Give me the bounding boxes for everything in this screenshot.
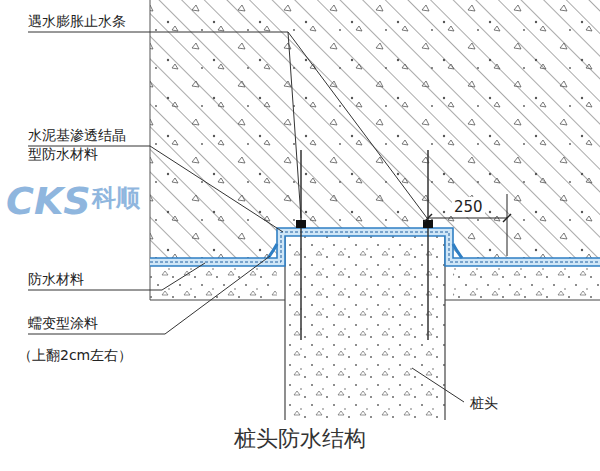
watermark: CKS	[6, 176, 91, 227]
part-label: 防水材料	[28, 270, 84, 289]
watermark: 科顺	[92, 182, 140, 214]
part-label: 桩头	[470, 394, 498, 413]
figure-caption: 桩头防水结构	[234, 424, 366, 454]
dimension-label: 250	[452, 197, 485, 217]
part-label: 水泥基渗透结晶 型防水材料	[28, 126, 138, 164]
note-label: （上翻2cm左右）	[18, 346, 132, 365]
part-label: 蠕变型涂料	[28, 314, 98, 333]
part-label: 遇水膨胀止水条	[28, 12, 126, 31]
